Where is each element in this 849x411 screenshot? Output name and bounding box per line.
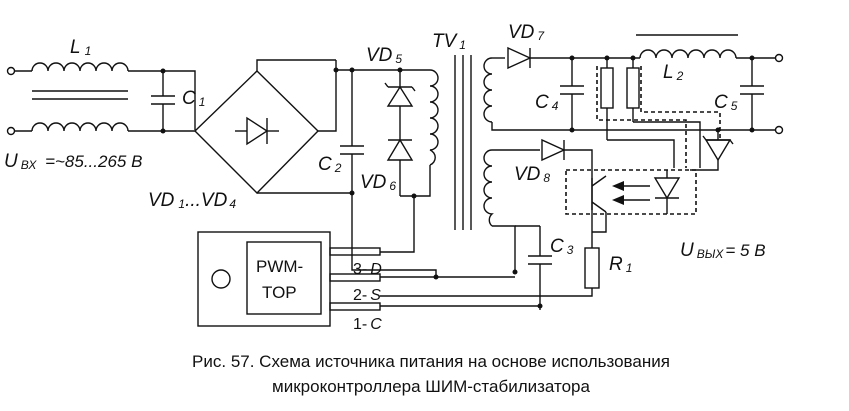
- output-terminal-top: [774, 53, 784, 63]
- diode-vd7: [507, 46, 640, 70]
- caption-line2: микроконтроллера ШИМ-стабилизатора: [272, 377, 590, 396]
- resistor-r1: [380, 247, 600, 297]
- bridge-rectifier-vd1-vd4: [194, 70, 319, 194]
- transformer-tv1-core: [454, 55, 472, 230]
- input-terminal-top: [6, 66, 16, 76]
- capacitor-c3: [528, 226, 552, 310]
- pwm-top-chip: [197, 231, 381, 327]
- transformer-tv1-secondary-output: [483, 57, 493, 123]
- diode-vd6: [386, 138, 414, 196]
- chip-name-line1: PWM-: [256, 257, 303, 276]
- transformer-tv1-primary: [429, 69, 439, 166]
- output-terminal-bottom: [774, 125, 784, 135]
- capacitor-c2: [340, 67, 364, 196]
- inductor-l2: [636, 34, 775, 59]
- optocoupler: [565, 169, 697, 215]
- feedback-resistors: [600, 55, 640, 140]
- transformer-tv1-secondary-bias: [483, 149, 494, 227]
- diode-vd8: [541, 138, 593, 248]
- chip-name-line2: TOP: [262, 283, 297, 302]
- capacitor-c1: [151, 68, 175, 134]
- inductor-l1: [15, 62, 129, 132]
- capacitor-c5: [740, 55, 764, 133]
- caption-line1: Рис. 57. Схема источника питания на осно…: [192, 352, 670, 371]
- chip-pin-s: 2-S: [353, 287, 381, 304]
- input-terminal-bottom: [6, 126, 16, 136]
- diode-vd5: [384, 67, 416, 107]
- reference-zener: [702, 127, 734, 162]
- capacitor-c4: [560, 55, 584, 133]
- chip-pin-c: 1-C: [353, 316, 382, 333]
